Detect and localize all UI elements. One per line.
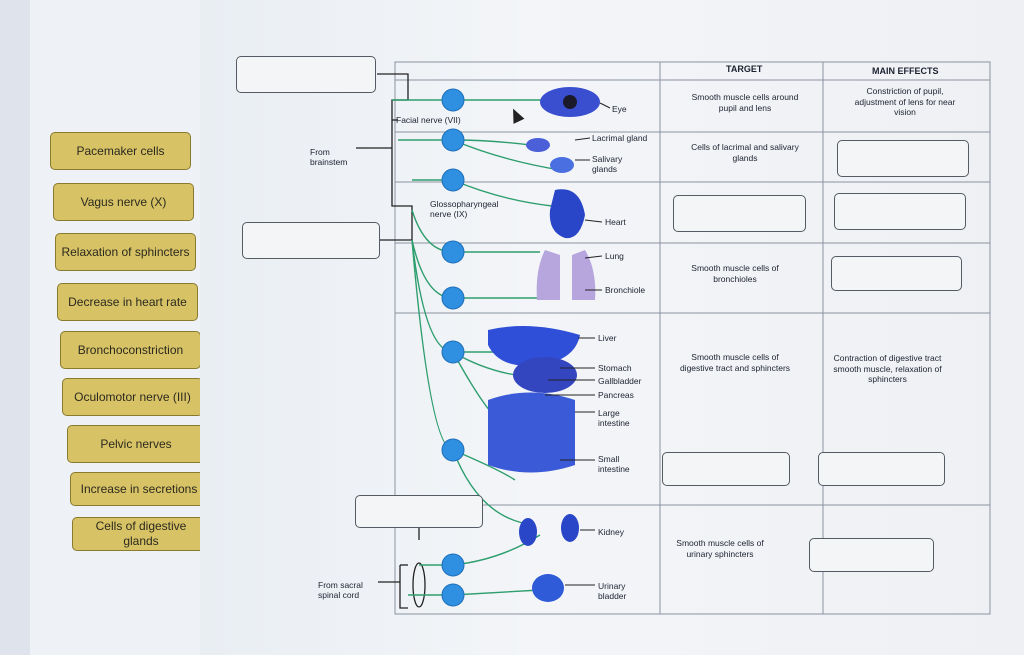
label-cells-of-digestive-glands[interactable]: Cells of digestive glands [72,517,210,551]
glossopharyngeal-label: Glossopharyngeal nerve (IX) [430,199,499,220]
ganglion-renal [441,553,465,577]
label-vagus-nerve[interactable]: Vagus nerve (X) [53,183,194,221]
drop-box-top-left[interactable] [236,56,376,93]
kidney-left-shape [519,518,537,546]
ganglion-ciliary [441,88,465,112]
drop-box-target-intestine[interactable] [662,452,790,486]
facial-nerve-label: Facial nerve (VII) [396,115,461,125]
drop-box-effect-intestine[interactable] [818,452,945,486]
label-relaxation-of-sphincters[interactable]: Relaxation of sphincters [55,233,196,271]
label-increase-in-secretions[interactable]: Increase in secretions [70,472,208,506]
target-cell-digestive: Smooth muscle cells of digestive tract a… [679,352,791,373]
organ-label-large-intestine: Large intestine [598,408,630,429]
organ-label-heart: Heart [605,217,626,227]
label-bank: Pacemaker cells Vagus nerve (X) Relaxati… [30,0,210,655]
target-cell-bronchioles: Smooth muscle cells of bronchioles [691,263,779,284]
from-sacral-label: From sacral spinal cord [318,580,363,601]
drop-box-effect-glands[interactable] [837,140,969,177]
organ-label-lacrimal: Lacrimal gland [592,133,648,143]
lung-shape [536,250,596,300]
drop-box-mid-left[interactable] [242,222,380,259]
organ-label-gallbladder: Gallbladder [598,376,642,386]
lacrimal-gland-shape [526,138,550,152]
intestine-shape [488,392,575,473]
effect-cell-pupil: Constriction of pupil, adjustment of len… [854,86,956,118]
ganglion-otic [441,168,465,192]
label-pacemaker-cells[interactable]: Pacemaker cells [50,132,191,170]
ganglion-pulmonary [441,286,465,310]
organ-label-kidney: Kidney [598,527,624,537]
organ-label-bronchiole: Bronchiole [605,285,646,295]
label-decrease-in-heart-rate[interactable]: Decrease in heart rate [57,283,198,321]
label-oculomotor-nerve[interactable]: Oculomotor nerve (III) [62,378,203,416]
ganglion-pterygopalatine [441,128,465,152]
stomach-shape [513,357,577,393]
heart-shape [549,189,585,239]
header-target: TARGET [726,64,763,74]
drop-box-target-heart[interactable] [673,195,806,232]
organ-label-stomach: Stomach [598,363,632,373]
organ-label-salivary: Salivary glands [592,154,623,175]
salivary-glands-shape [550,157,574,173]
organ-label-urinary-bladder: Urinary bladder [598,581,627,602]
effect-cell-digestive: Contraction of digestive tract smooth mu… [833,353,942,385]
ganglion-cardiac [441,240,465,264]
organ-label-liver: Liver [598,333,617,343]
organ-label-pancreas: Pancreas [598,390,634,400]
from-brainstem-label: From brainstem [310,147,348,168]
organ-label-lung: Lung [605,251,624,261]
liver-shape [488,326,580,366]
target-cell-urinary: Smooth muscle cells of urinary sphincter… [676,538,764,559]
label-bronchoconstriction[interactable]: Bronchoconstriction [60,331,201,369]
organ-label-eye: Eye [612,104,627,114]
drop-box-effect-urinary[interactable] [809,538,934,572]
target-cell-pupil: Smooth muscle cells around pupil and len… [691,92,799,113]
organ-label-small-intestine: Small intestine [598,454,630,475]
ganglion-intestinal [441,438,465,462]
kidney-right-shape [561,514,579,542]
ganglion-pelvic [441,583,465,607]
ganglion-abdominal [441,340,465,364]
header-main-effects: MAIN EFFECTS [872,66,939,76]
target-cell-glands: Cells of lacrimal and salivary glands [691,142,799,163]
drop-box-sacral[interactable] [355,495,483,528]
label-pelvic-nerves[interactable]: Pelvic nerves [67,425,205,463]
urinary-bladder-shape [532,574,564,602]
drop-box-effect-bronchioles[interactable] [831,256,962,291]
drop-box-effect-heart[interactable] [834,193,966,230]
